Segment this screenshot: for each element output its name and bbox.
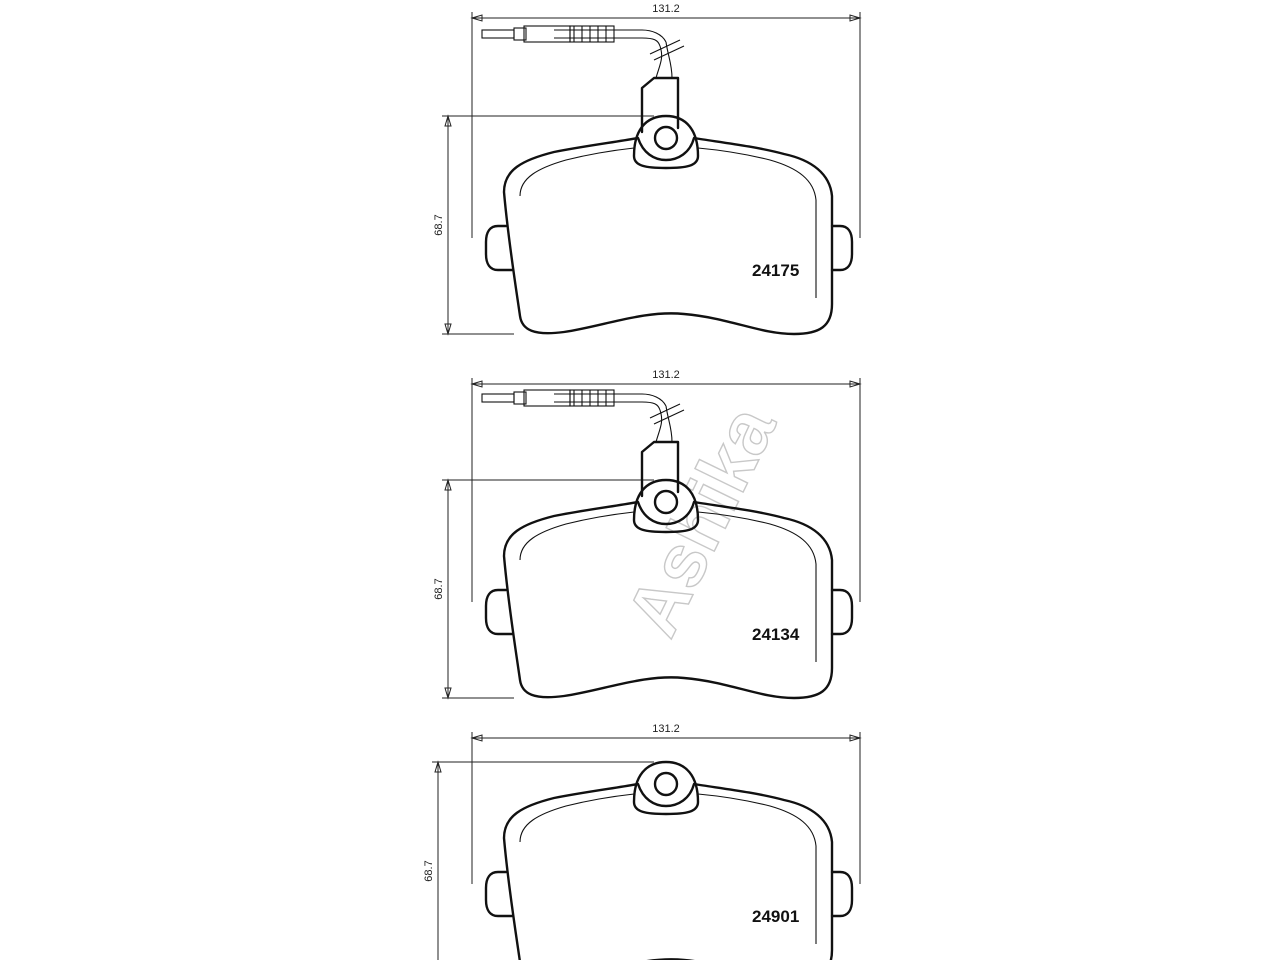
plug-grip [569,25,615,43]
lug-hole [653,771,679,797]
width-arrow-right [849,734,862,742]
width-label: 131.2 [652,3,680,15]
plug-pin [481,393,515,403]
width-label: 131.2 [652,723,680,735]
height-arrow-top [444,478,452,491]
width-arrow-left [470,380,483,388]
sensor-cable [554,29,667,47]
pads-layer: 131.2 68.7 24175 131.2 68.7 24134 131.2 68.7 249… [423,3,862,960]
height-label: 68.7 [433,214,445,235]
plug-body [523,389,571,407]
width-label: 131.2 [652,369,680,381]
wear-sensor [481,389,685,498]
height-label: 68.7 [423,860,435,881]
pad-lug [632,760,700,816]
pad-code: 24134 [752,625,800,644]
plug-grip [569,389,615,407]
pad-lug [632,478,700,534]
brake-pad-1: 131.2 68.7 24175 [433,3,862,336]
wire-break-mark [649,403,685,425]
pad-lug [632,114,700,170]
wire-break-mark [649,39,685,61]
pad-code: 24175 [752,261,799,280]
height-label: 68.7 [433,578,445,599]
width-arrow-left [470,14,483,22]
width-arrow-left [470,734,483,742]
brake-pad-2: 131.2 68.7 24134 [433,369,862,700]
wear-sensor [481,25,685,134]
brake-pad-3: 131.2 68.7 24901 [423,723,862,960]
sensor-cable [554,393,667,411]
height-arrow-top [444,114,452,127]
pad-outline [484,782,854,960]
height-arrow-bottom [444,687,452,700]
sensor-housing [640,440,680,498]
pad-code: 24901 [752,907,799,926]
sensor-housing [640,76,680,134]
plug-body [523,25,571,43]
width-arrow-right [849,380,862,388]
plug-pin [481,29,515,39]
width-arrow-right [849,14,862,22]
lug-hole [653,489,679,515]
watermark: Ashika [610,393,791,648]
lug-hole [653,125,679,151]
height-arrow-bottom [444,323,452,336]
height-arrow-top [434,760,442,773]
